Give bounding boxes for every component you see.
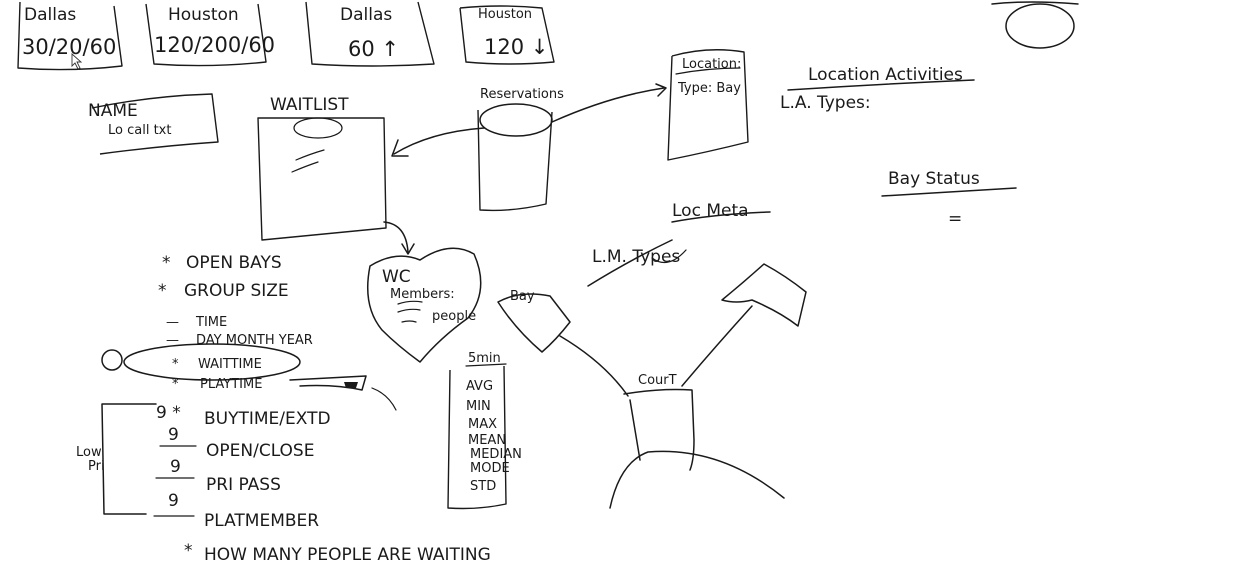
list-item: 9 * BUYTIME/EXTD — [156, 403, 331, 429]
waitlist-container: WAITLIST — [257, 95, 387, 241]
name-subtitle: Lo call txt — [108, 123, 171, 138]
court-bay-sketch: Bay CourT — [497, 263, 807, 509]
priority-list: 9 * BUYTIME/EXTD 9 OPEN/CLOSE 9 PRI PASS… — [153, 403, 331, 531]
waittime-bullet — [101, 349, 123, 371]
card-value: 120 ↓ — [484, 35, 548, 59]
list-item: — DAY MONTH YEAR — [166, 333, 313, 348]
stats-title: 5min — [468, 351, 501, 366]
wc-members-blob: WC Members: people — [367, 221, 482, 363]
svg-text:AVG: AVG — [466, 379, 493, 394]
name-title: NAME — [88, 101, 138, 121]
svg-text:*: * — [172, 357, 179, 372]
card-city: Houston — [478, 7, 532, 22]
svg-text:*: * — [158, 281, 167, 301]
card-value: 60 ↑ — [348, 37, 399, 61]
svg-text:9 *: 9 * — [156, 403, 181, 423]
stats-box: 5min AVG MIN MAX MEAN MEDIAN MODE STD — [447, 351, 522, 510]
list-item: * GROUP SIZE — [158, 281, 289, 301]
list-item: 9 PRI PASS — [155, 457, 281, 495]
loc-meta: Loc Meta L.M. Types — [587, 201, 771, 287]
svg-text:STD: STD — [470, 479, 496, 494]
location-activities: Location Activities L.A. Types: — [780, 65, 975, 113]
wc-line3: people — [432, 309, 476, 324]
bay-label: Bay — [510, 289, 535, 304]
svg-text:GROUP SIZE: GROUP SIZE — [184, 281, 289, 301]
location-activities-types: L.A. Types: — [780, 93, 871, 113]
svg-text:MODE: MODE — [470, 461, 510, 476]
location-box: Location: Type: Bay — [667, 49, 749, 161]
criteria-list: * OPEN BAYS * GROUP SIZE — TIME — DAY MO… — [101, 253, 397, 411]
svg-text:WAITTIME: WAITTIME — [198, 357, 262, 372]
svg-text:PLAYTIME: PLAYTIME — [200, 377, 262, 392]
partial-circle-sketch — [991, 1, 1079, 49]
loc-meta-types: L.M. Types — [592, 247, 680, 267]
location-line2: Type: Bay — [677, 81, 741, 96]
svg-text:*: * — [184, 541, 193, 561]
low-pri-line1: Low — [76, 445, 102, 460]
svg-text:OPEN/CLOSE: OPEN/CLOSE — [206, 441, 314, 461]
how-many-text: HOW MANY PEOPLE ARE WAITING — [204, 545, 491, 565]
reservations-label: Reservations — [480, 87, 564, 102]
svg-text:*: * — [172, 377, 179, 392]
card-value: 30/20/60 — [22, 35, 116, 59]
svg-text:OPEN BAYS: OPEN BAYS — [186, 253, 282, 273]
waittime-highlight — [123, 343, 301, 381]
playtime-scribble — [289, 375, 367, 391]
bay-status-marks: = — [948, 209, 962, 229]
metric-card-dallas-ratio: Dallas 30/20/60 — [17, 1, 123, 71]
svg-text:PRI PASS: PRI PASS — [206, 475, 281, 495]
card-city: Houston — [168, 5, 239, 25]
card-city: Dallas — [340, 5, 392, 25]
court-label: CourT — [638, 373, 677, 388]
svg-text:MAX: MAX — [468, 417, 497, 432]
list-item: — TIME — [166, 315, 227, 330]
svg-text:MEAN: MEAN — [468, 433, 506, 448]
wc-line1: WC — [382, 267, 411, 287]
svg-text:*: * — [162, 253, 171, 273]
name-box: NAME Lo call txt — [88, 93, 219, 155]
location-line1: Location: — [682, 57, 741, 72]
card-city: Dallas — [24, 5, 76, 25]
list-item: 9 PLATMEMBER — [153, 491, 319, 531]
bay-status-title: Bay Status — [888, 169, 980, 189]
metric-card-dallas-trend: Dallas 60 ↑ — [305, 1, 435, 67]
list-item: * PLAYTIME — [172, 377, 262, 392]
reservations-container: Reservations — [477, 87, 564, 212]
list-item: * WAITTIME — [172, 357, 262, 372]
how-many-waiting: * HOW MANY PEOPLE ARE WAITING — [184, 541, 491, 565]
arrow-reservations-to-location — [551, 83, 667, 123]
location-activities-title: Location Activities — [808, 65, 963, 85]
svg-text:MIN: MIN — [466, 399, 491, 414]
svg-text:TIME: TIME — [195, 315, 227, 330]
arrow-reservations-to-waitlist — [391, 127, 485, 157]
svg-text:9: 9 — [168, 491, 179, 511]
wc-line2: Members: — [390, 287, 455, 302]
low-pri-line2: Pri — [88, 459, 105, 474]
metric-card-houston-ratio: Houston 120/200/60 — [145, 3, 275, 67]
priority-bracket: Low Pri — [76, 403, 157, 515]
waitlist-label: WAITLIST — [270, 95, 349, 115]
list-item: 9 OPEN/CLOSE — [159, 425, 314, 461]
svg-text:9: 9 — [170, 457, 181, 477]
svg-text:PLATMEMBER: PLATMEMBER — [204, 511, 319, 531]
cursor-icon — [71, 52, 83, 70]
svg-text:9: 9 — [168, 425, 179, 445]
card-value: 120/200/60 — [154, 33, 275, 57]
svg-text:MEDIAN: MEDIAN — [470, 447, 522, 462]
metric-card-houston-trend: Houston 120 ↓ — [459, 5, 555, 65]
bay-status: Bay Status = — [881, 169, 1017, 229]
svg-text:BUYTIME/EXTD: BUYTIME/EXTD — [204, 409, 331, 429]
list-item: * OPEN BAYS — [162, 253, 282, 273]
svg-text:—: — — [166, 333, 179, 348]
svg-text:—: — — [166, 315, 179, 330]
loc-meta-title: Loc Meta — [672, 201, 749, 221]
